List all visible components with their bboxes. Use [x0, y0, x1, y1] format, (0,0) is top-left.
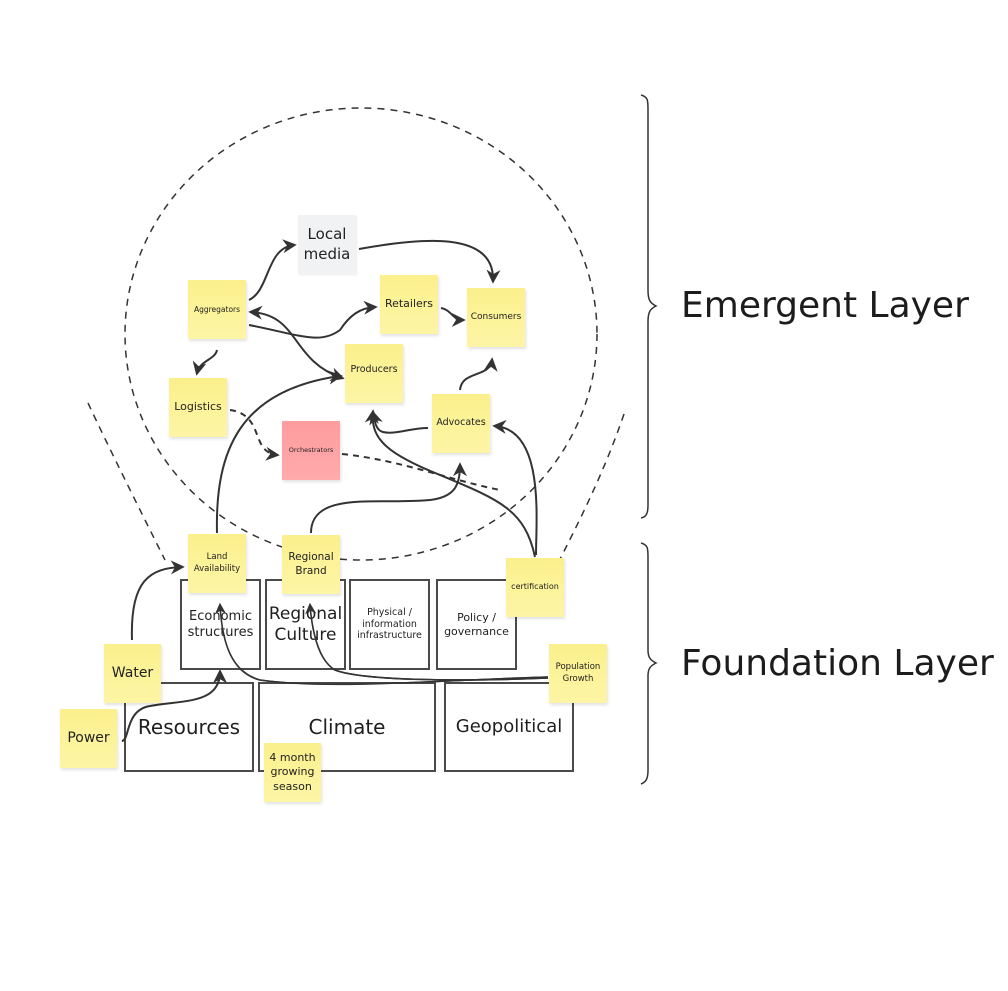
- arrow-water-land: [130, 560, 185, 641]
- arrow-advocates-producers: [369, 410, 429, 434]
- box-climate-label: Climate: [308, 715, 386, 739]
- arrow-aggregators-producers: [248, 305, 345, 381]
- box-regional-culture-label: Regional Culture: [268, 604, 343, 645]
- arrow-certification-advocates: [492, 419, 538, 556]
- box-policy-governance[interactable]: Policy / governance: [436, 579, 517, 670]
- sticky-population-growth[interactable]: Population Growth: [549, 644, 607, 703]
- sticky-logistics-label: Logistics: [174, 400, 222, 414]
- box-physical-infrastructure-label: Physical / information infrastructure: [357, 607, 422, 642]
- emergent-layer-label: Emergent Layer: [681, 285, 969, 326]
- sticky-certification-label: certification: [511, 582, 559, 592]
- arrow-aggregators-logistics: [192, 349, 218, 376]
- box-policy-governance-label: Policy / governance: [444, 611, 509, 638]
- arrow-advocates-consumers: [459, 357, 498, 391]
- sticky-water[interactable]: Water: [104, 644, 161, 703]
- sticky-advocates[interactable]: Advocates: [432, 394, 490, 453]
- arrow-retailers-consumers: [440, 307, 466, 327]
- foundation-brace: [640, 542, 658, 785]
- sticky-producers[interactable]: Producers: [345, 344, 403, 403]
- box-geopolitical-label: Geopolitical: [455, 716, 563, 738]
- sticky-growing-season-label: 4 month growing season: [269, 751, 316, 793]
- sticky-certification[interactable]: certification: [506, 558, 564, 617]
- arrow-aggregators-retailers: [248, 300, 378, 339]
- sticky-orchestrators-label: Orchestrators: [288, 446, 334, 455]
- sticky-retailers[interactable]: Retailers: [380, 275, 438, 334]
- arrow-land-producers: [215, 370, 343, 534]
- sticky-advocates-label: Advocates: [436, 417, 486, 429]
- sticky-land-availability-label: Land Availability: [193, 552, 241, 574]
- sticky-power-label: Power: [67, 730, 110, 747]
- emergent-brace: [640, 94, 658, 519]
- sticky-power[interactable]: Power: [60, 709, 117, 768]
- emergent-boundary-ellipse: [124, 107, 598, 561]
- arrow-localmedia-consumers: [358, 239, 501, 284]
- sticky-producers-label: Producers: [350, 364, 398, 375]
- sticky-consumers-label: Consumers: [470, 311, 522, 322]
- arrow-brand-advocates: [310, 462, 467, 534]
- sticky-consumers[interactable]: Consumers: [467, 288, 525, 347]
- sticky-logistics[interactable]: Logistics: [169, 378, 227, 437]
- foundation-layer-label: Foundation Layer: [681, 643, 994, 684]
- sticky-population-growth-label: Population Growth: [555, 662, 601, 684]
- sticky-regional-brand[interactable]: Regional Brand: [282, 535, 340, 594]
- sticky-aggregators[interactable]: Aggregators: [188, 280, 246, 339]
- box-physical-infrastructure[interactable]: Physical / information infrastructure: [349, 579, 430, 670]
- arrow-logistics-orchestrators: [229, 409, 280, 461]
- sticky-aggregators-label: Aggregators: [193, 304, 241, 314]
- sticky-land-availability[interactable]: Land Availability: [188, 534, 246, 593]
- sticky-regional-brand-label: Regional Brand: [288, 550, 334, 577]
- arrow-aggregators-localmedia: [248, 239, 297, 301]
- funnel-right-line: [556, 413, 625, 566]
- funnel-left-line: [87, 402, 166, 561]
- box-resources-label: Resources: [137, 715, 241, 739]
- sticky-local-media-label: Local media: [303, 225, 351, 263]
- sticky-local-media[interactable]: Local media: [298, 215, 356, 274]
- arrow-orchestrators-certification: [341, 453, 501, 491]
- sticky-growing-season[interactable]: 4 month growing season: [264, 743, 321, 802]
- sticky-water-label: Water: [111, 665, 154, 682]
- box-economic-structures-label: Economic structures: [187, 608, 254, 640]
- sticky-retailers-label: Retailers: [384, 297, 434, 311]
- sticky-orchestrators[interactable]: Orchestrators: [282, 421, 340, 480]
